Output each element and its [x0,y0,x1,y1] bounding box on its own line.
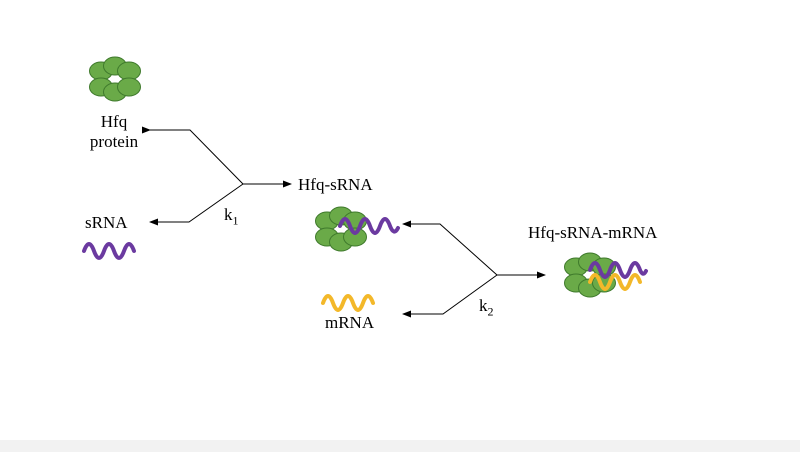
hfq-protein-label-line1: Hfq [100,112,128,131]
hfq-srna-mrna-label: Hfq-sRNA-mRNA [528,223,658,242]
hfq-srna-complex-icon [315,206,400,252]
k1-label: k1 [224,205,239,230]
k2-label: k2 [479,296,494,321]
bottom-strip [0,440,800,452]
hfq-protein-icon [89,56,141,102]
srna-wave-icon [82,242,136,260]
reaction2-arrows [402,220,546,318]
k2-base: k [479,296,488,315]
hfq-protein-label-line2: protein [89,132,139,151]
mrna-label: mRNA [325,313,375,332]
mrna-wave-icon [321,294,375,312]
k1-base: k [224,205,233,224]
k1-subscript: 1 [232,213,239,228]
k2-subscript: 2 [487,304,494,319]
reaction1-arrows [149,129,292,226]
hfq-srna-mrna-complex-icon [564,252,648,298]
srna-label: sRNA [85,213,128,232]
hfq-protein-label: Hfq protein [90,112,138,152]
hfq-srna-label: Hfq-sRNA [298,175,373,194]
